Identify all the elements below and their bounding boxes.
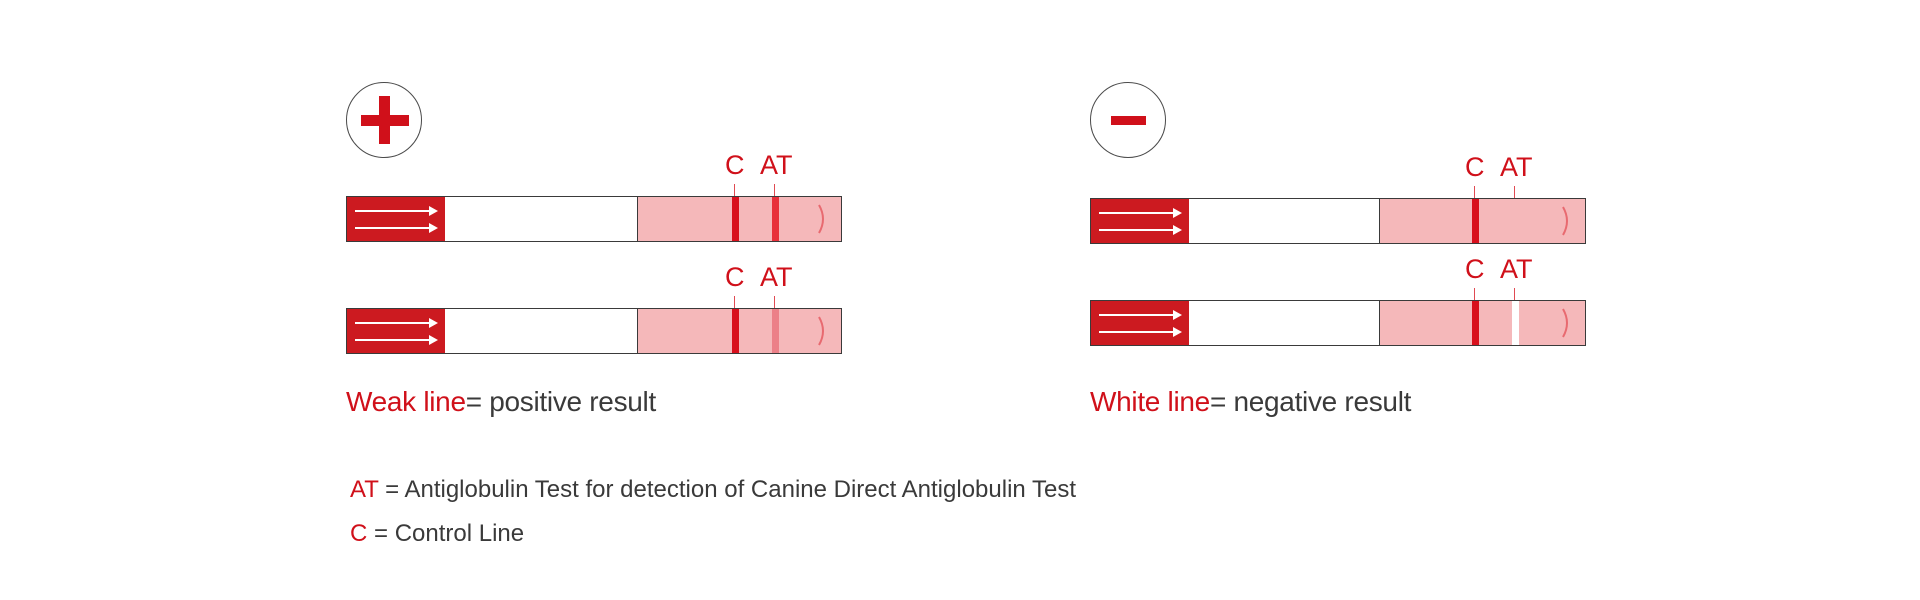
result-window bbox=[638, 309, 841, 353]
plus-sign-icon bbox=[346, 82, 422, 158]
test-line bbox=[1512, 199, 1519, 243]
control-line bbox=[732, 309, 739, 353]
minus-sign-icon bbox=[1090, 82, 1166, 158]
positive-caption: Weak line= positive result bbox=[346, 386, 656, 417]
legend-c-definition: C = Control Line bbox=[350, 520, 524, 548]
flow-arrows-icon bbox=[1099, 310, 1182, 337]
control-line bbox=[1472, 199, 1479, 243]
control-line-label: C bbox=[725, 262, 745, 292]
test-line bbox=[772, 197, 779, 241]
c-abbreviation: C bbox=[350, 520, 368, 547]
sample-pad bbox=[347, 197, 445, 241]
at-abbreviation: AT bbox=[350, 476, 379, 503]
sample-pad bbox=[1091, 199, 1189, 243]
at-definition: = Antiglobulin Test for detection of Can… bbox=[378, 476, 1076, 503]
legend-at-definition: AT = Antiglobulin Test for detection of … bbox=[350, 476, 1076, 504]
flow-arrows-icon bbox=[355, 206, 438, 233]
control-line-label: C bbox=[725, 150, 745, 180]
test-strip bbox=[346, 308, 842, 354]
antiglobulin-test-label: AT bbox=[760, 150, 793, 180]
test-strip-negative-blank: C AT bbox=[1090, 152, 1586, 244]
flow-arrows-icon bbox=[1099, 208, 1182, 235]
test-strip-negative-white: C AT bbox=[1090, 254, 1586, 346]
control-line bbox=[732, 197, 739, 241]
sample-pad bbox=[347, 309, 445, 353]
control-line bbox=[1472, 301, 1479, 345]
negative-caption: White line= negative result bbox=[1090, 386, 1412, 417]
result-window bbox=[1380, 301, 1585, 345]
test-strip bbox=[1090, 300, 1586, 346]
control-line-label: C bbox=[1465, 254, 1485, 284]
c-definition: = Control Line bbox=[367, 520, 525, 547]
antiglobulin-test-label: AT bbox=[760, 262, 793, 292]
control-line-label: C bbox=[1465, 152, 1485, 182]
result-window bbox=[1380, 199, 1585, 243]
test-strip bbox=[1090, 198, 1586, 244]
positive-result-panel: C AT C AT bbox=[346, 0, 866, 430]
sample-pad bbox=[1091, 301, 1189, 345]
test-line bbox=[772, 309, 779, 353]
result-window bbox=[638, 197, 841, 241]
test-strip bbox=[346, 196, 842, 242]
negative-result-panel: C AT C AT bbox=[1090, 0, 1610, 430]
antiglobulin-test-label: AT bbox=[1500, 152, 1533, 182]
flow-arrows-icon bbox=[355, 318, 438, 345]
antiglobulin-test-label: AT bbox=[1500, 254, 1533, 284]
test-strip-positive-weak: C AT bbox=[346, 262, 842, 354]
test-line bbox=[1512, 301, 1519, 345]
test-strip-positive-strong: C AT bbox=[346, 150, 842, 242]
